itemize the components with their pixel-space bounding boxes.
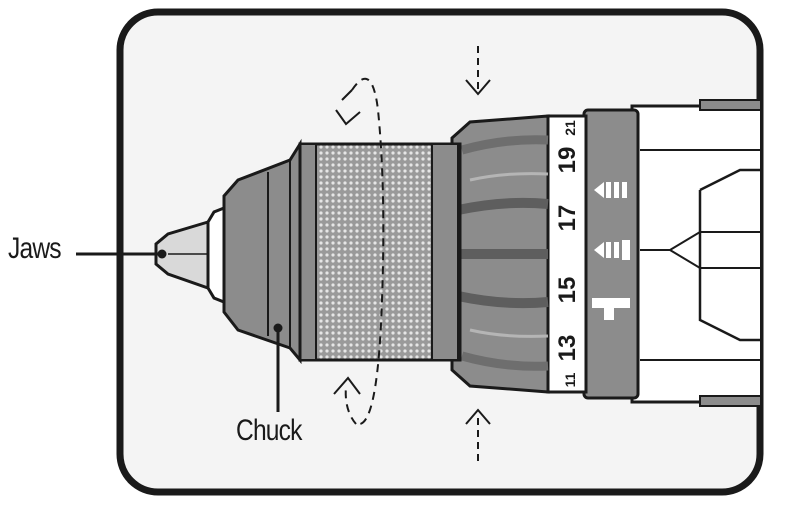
torque-scale-number: 19 xyxy=(554,147,581,174)
torque-scale-number: 15 xyxy=(554,277,581,304)
screw-icon xyxy=(594,240,630,260)
torque-scale-number: 17 xyxy=(554,205,581,232)
jaws xyxy=(154,205,226,305)
chuck-label: Chuck xyxy=(236,414,302,447)
torque-scale-number: 21 xyxy=(562,120,578,136)
alignment-arrows xyxy=(465,46,491,462)
chuck xyxy=(222,138,462,365)
label-leaders xyxy=(76,249,283,412)
rotation-arrows xyxy=(333,77,385,425)
drill-housing xyxy=(630,99,760,407)
torque-scale-number: 11 xyxy=(562,372,578,387)
torque-collar xyxy=(450,114,550,394)
torque-scale-number: 13 xyxy=(554,335,581,362)
jaws-label: Jaws xyxy=(8,232,62,265)
mode-selector-ring xyxy=(582,108,640,400)
hammer-icon xyxy=(592,298,630,320)
drill-bit-icon xyxy=(594,182,627,198)
torque-scale: 21 19 17 15 13 11 xyxy=(546,114,588,394)
